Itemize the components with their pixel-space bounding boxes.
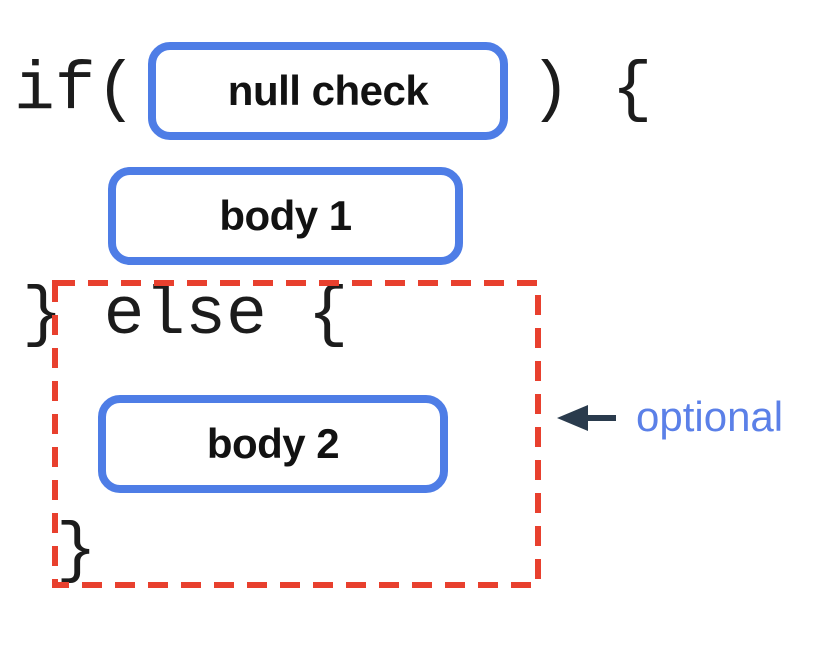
- null-check-box-label: null check: [227, 67, 429, 114]
- arrow-left-icon: [557, 405, 616, 431]
- code-else-line: } else {: [22, 277, 349, 354]
- body2-box-label: body 2: [206, 420, 340, 467]
- optional-annotation-label: optional: [636, 393, 784, 440]
- body2-box: body 2: [98, 395, 448, 493]
- null-check-box: null check: [148, 42, 508, 140]
- code-if-close: ) {: [530, 52, 653, 129]
- code-if-open: if(: [14, 52, 137, 129]
- body1-box: body 1: [108, 167, 463, 265]
- code-closing-brace: }: [56, 513, 97, 590]
- body1-box-label: body 1: [219, 192, 352, 239]
